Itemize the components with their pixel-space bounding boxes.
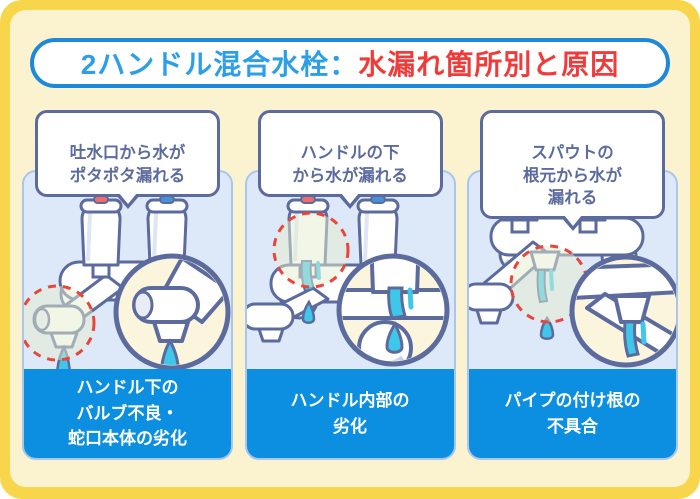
hot-dot-icon [299,195,316,204]
cause-label-2: ハンドル内部の 劣化 [246,369,454,458]
leak-tint [24,286,94,360]
cold-dot-icon [159,195,175,204]
faucet-illustration-3 [469,172,676,368]
panel-body-3: パイプの付け根の 不具合 [467,170,678,460]
magnifier-view [569,254,676,368]
cold-dot-icon [369,195,386,204]
cause-text: ハンドル内部の 劣化 [290,391,410,436]
bubble-text: 吐水口から水が ポタポタ漏れる [69,144,186,185]
leak-tint [511,246,587,322]
leak-location-bubble-3: スパウトの 根元から水が 漏れる [480,110,665,220]
title-banner: 2ハンドル混合水栓：水漏れ箇所別と原因 [30,38,670,88]
leak-highlight-dashed-circle [24,284,96,362]
hot-dot-icon [93,195,109,204]
leak-location-bubble-2: ハンドルの下 から水が漏れる [257,110,443,197]
cause-text: ハンドル下の バルブ不良・ 蛇口本体の劣化 [68,378,187,449]
cause-label-3: パイプの付け根の 不具合 [469,369,676,458]
spout-tip [469,282,515,325]
cause-label-1: ハンドル下の バルブ不良・ 蛇口本体の劣化 [24,369,231,458]
leak-tint [273,213,348,287]
title-topic: 2ハンドル混合水栓： [80,49,359,80]
panel-under-handle-leak: ハンドル内部の 劣化 ハンドルの下 から水が漏れる [244,110,456,460]
leak-highlight-dashed-circle [272,211,349,289]
spout-tip [246,302,294,343]
bubble-text: ハンドルの下 から水が漏れる [292,144,408,185]
panel-body-2: ハンドル内部の 劣化 [244,170,456,460]
water-drip-icon [384,320,404,354]
faucet-illustration-2 [246,195,449,367]
panels-row: ハンドル下の バルブ不良・ 蛇口本体の劣化 吐水口から水が ポタポタ漏れる [22,110,678,460]
title-subject: 水漏れ箇所別と原因 [358,49,620,80]
water-drip-icon [301,299,315,324]
magnifier-view [336,253,449,367]
panel-body-1: ハンドル下の バルブ不良・ 蛇口本体の劣化 [22,170,233,460]
faucet-illustration-1 [24,195,231,369]
bubble-text: スパウトの 根元から水が 漏れる [523,144,622,207]
panel-spout-drip: ハンドル下の バルブ不良・ 蛇口本体の劣化 吐水口から水が ポタポタ漏れる [22,110,233,460]
infographic-background: 2ハンドル混合水栓：水漏れ箇所別と原因 [10,10,690,487]
cause-text: パイプの付け根の 不具合 [504,391,641,436]
water-drip-icon [539,315,555,340]
water-drip-icon [159,338,181,365]
magnifier-view [113,253,231,369]
panel-spout-base-leak: パイプの付け根の 不具合 スパウトの 根元から水が 漏れる [467,110,678,460]
leak-location-bubble-1: 吐水口から水が ポタポタ漏れる [35,110,220,197]
